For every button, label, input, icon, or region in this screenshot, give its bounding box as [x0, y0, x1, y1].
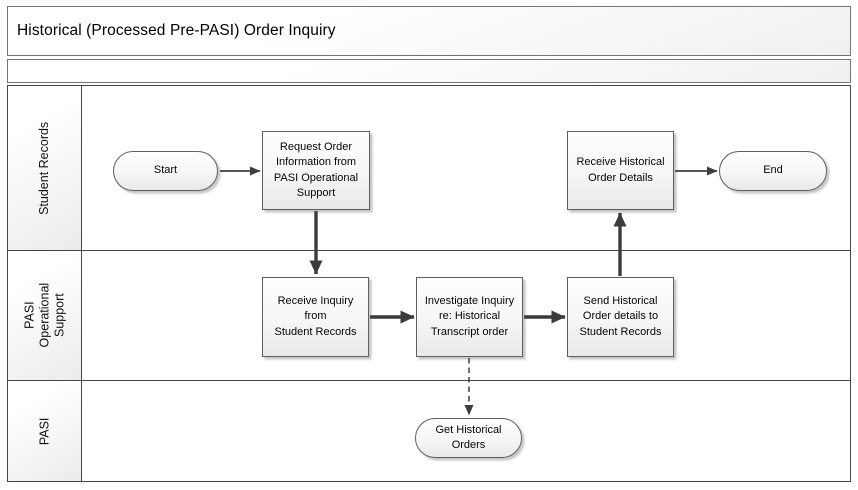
node-label: End	[763, 164, 783, 177]
lane-pasi-operational-support: PASI Operational Support	[8, 251, 850, 381]
pool-title-bar: Historical (Processed Pre-PASI) Order In…	[7, 6, 851, 56]
node-end: End	[719, 151, 827, 191]
node-get-historical-orders: Get Historical Orders	[415, 418, 522, 458]
node-label: Investigate Inquiry re: Historical Trans…	[424, 294, 515, 338]
node-label: Receive Historical Order Details	[576, 156, 665, 184]
lane-pasi: PASI	[8, 381, 850, 481]
node-label: Start	[153, 164, 178, 177]
lane-label-pasi: PASI	[8, 381, 82, 481]
diagram-title: Historical (Processed Pre-PASI) Order In…	[17, 22, 336, 39]
node-label: Receive Inquiry from Student Records	[274, 294, 357, 338]
lane-label-student-records: Student Records	[8, 86, 82, 250]
node-investigate-inquiry: Investigate Inquiry re: Historical Trans…	[416, 277, 523, 357]
node-label: Get Historical Orders	[435, 423, 502, 451]
node-label: Send Historical Order details to Student…	[579, 294, 662, 338]
node-receive-historical-order-details: Receive Historical Order Details	[567, 131, 674, 210]
node-receive-inquiry: Receive Inquiry from Student Records	[262, 277, 369, 357]
lane-label-text: Student Records	[37, 121, 52, 215]
swimlane-pool: Student Records PASI Operational Support…	[7, 85, 851, 482]
node-start: Start	[113, 151, 218, 191]
node-request-order-info: Request Order Information from PASI Oper…	[262, 131, 370, 210]
lane-student-records: Student Records	[8, 86, 850, 251]
node-label: Request Order Information from PASI Oper…	[273, 140, 359, 199]
node-send-order-details: Send Historical Order details to Student…	[567, 277, 674, 357]
lane-label-text: PASI	[37, 417, 52, 445]
lane-label-text: PASI Operational Support	[22, 283, 66, 348]
lane-label-pasi-operational-support: PASI Operational Support	[8, 251, 82, 380]
phase-band	[7, 59, 851, 83]
